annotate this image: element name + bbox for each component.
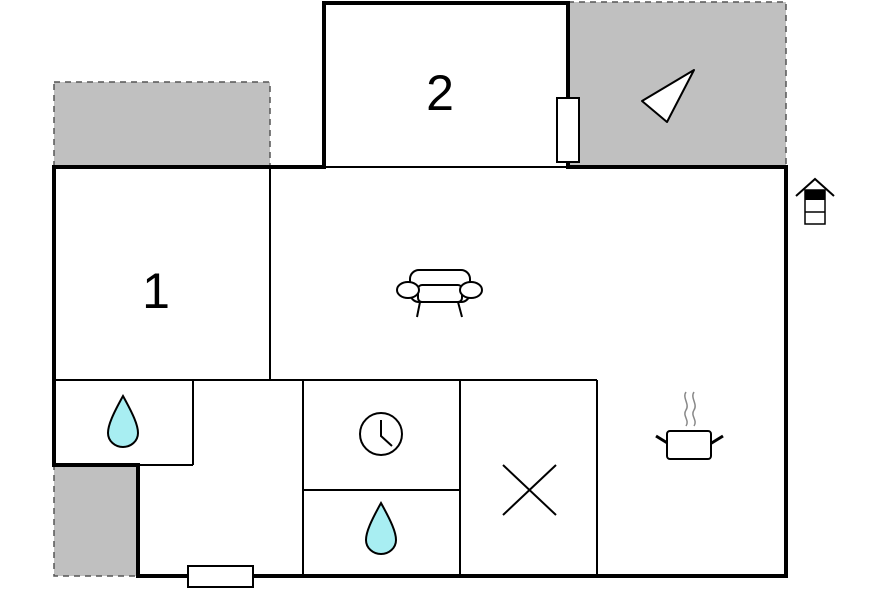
outer-walls bbox=[52, 1, 788, 578]
water-drop-icon bbox=[106, 393, 140, 449]
water-drop-icon bbox=[364, 500, 398, 556]
triangle-flag-icon bbox=[641, 69, 695, 123]
window-right bbox=[556, 97, 580, 163]
terrace-bottom bbox=[53, 464, 139, 577]
room-number-2: 2 bbox=[426, 65, 454, 121]
clock-icon bbox=[359, 412, 403, 456]
cooking-pot-icon bbox=[655, 391, 724, 460]
window-bottom bbox=[187, 565, 254, 588]
cross-icon bbox=[502, 464, 557, 516]
house-entrance-icon bbox=[795, 177, 835, 225]
room-number-1: 1 bbox=[142, 263, 170, 319]
sofa-icon bbox=[396, 269, 483, 318]
inner-walls bbox=[54, 166, 598, 576]
terrace-left bbox=[53, 81, 271, 168]
